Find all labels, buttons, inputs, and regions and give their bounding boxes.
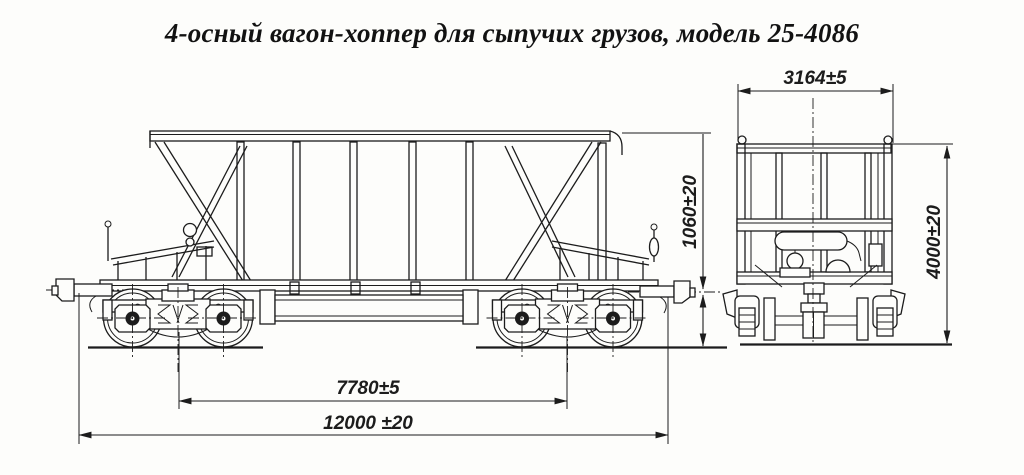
dim-bogie-base-label: 7780±5: [336, 378, 400, 399]
dim-overall-length-label: 12000 ±20: [323, 413, 413, 434]
dimension-1060: 1060±20: [622, 132, 711, 347]
dimension-12000: 12000 ±20: [78, 293, 669, 444]
dimension-4000: 4000±20: [891, 143, 953, 344]
side-view: [46, 130, 727, 373]
right-end-platform: [551, 223, 660, 280]
left-bogie: [96, 283, 260, 373]
right-coupler: [628, 280, 723, 314]
end-view: [722, 98, 952, 346]
dim-overall-height-label: 4000±20: [924, 205, 945, 280]
dim-end-width-label: 3164±5: [783, 68, 847, 89]
drawing-title: 4-осный вагон-хоппер для сыпучих грузов,…: [164, 18, 860, 48]
left-end-platform: [104, 220, 215, 280]
brake-equipment: [754, 231, 883, 288]
left-coupler: [46, 278, 126, 313]
dim-coupler-height-label: 1060±20: [680, 175, 701, 249]
dimension-7780: 7780±5: [178, 332, 568, 409]
dimension-3164: 3164±5: [737, 68, 894, 143]
end-wheelset: [722, 282, 906, 341]
